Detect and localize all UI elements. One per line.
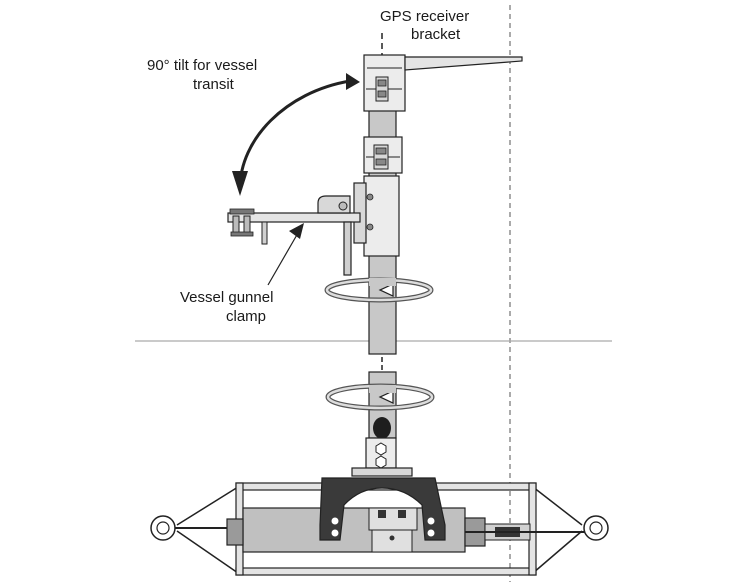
clamp-screw: [232, 215, 240, 235]
frame-strut: [532, 530, 583, 574]
submerged-instrument: [150, 477, 609, 576]
mount-bolt: [366, 223, 374, 231]
yoke-bolt: [427, 517, 435, 525]
clamp-jaw-left: [261, 221, 268, 245]
lower-pole-assembly: [351, 371, 413, 477]
clamp-pointer-line: [267, 232, 299, 286]
pole-mount-block: [363, 175, 400, 257]
yoke-bolt: [427, 529, 435, 537]
hex-bolt: [375, 442, 387, 456]
rotation-arrowhead: [378, 390, 394, 404]
tilt-label-line1: 90° tilt for vessel: [147, 57, 257, 74]
clamp-nuts: [229, 208, 255, 215]
mount-plate: [351, 467, 413, 477]
pole-hole: [373, 417, 391, 439]
tilt-arrowhead-top: [346, 73, 360, 90]
clamp-jaw-right: [343, 221, 352, 276]
yoke-bolt: [331, 529, 339, 537]
upper-pole-assembly: [353, 54, 523, 355]
instrument-connector: [368, 507, 418, 531]
instrument-end-cap-left: [226, 518, 244, 546]
clamp-pointer-head: [289, 223, 304, 239]
rotation-indicator-lower: [325, 383, 435, 411]
rotation-indicator-upper: [324, 277, 434, 303]
tilt-label-line2: transit: [193, 76, 235, 93]
hex-bolt: [375, 455, 387, 469]
gunnel-clamp: [227, 195, 361, 276]
frame-strut: [176, 530, 239, 574]
tilt-arrowhead-bottom: [232, 171, 248, 196]
mount-bolt: [366, 193, 374, 201]
frame-bottom-rail: [235, 567, 537, 576]
clamp-screw: [243, 215, 251, 235]
yoke-bolt: [331, 517, 339, 525]
tilt-arc: [238, 79, 351, 189]
rotation-arrowhead: [378, 283, 394, 297]
instrument-panel: [371, 529, 413, 553]
clamp-label-line1: Vessel gunnel: [180, 289, 273, 306]
frame-strut: [176, 486, 239, 526]
hinge-pin: [338, 201, 348, 211]
clamp-label-line2: clamp: [226, 308, 266, 325]
gps-bracket-label-line2: bracket: [411, 26, 461, 43]
gps-receiver-bracket: [404, 56, 523, 71]
yoke-bracket: [319, 477, 446, 541]
clamp-arm: [227, 212, 361, 223]
gps-bracket-label-line1: GPS receiver: [380, 8, 469, 25]
frame-strut: [532, 486, 583, 526]
